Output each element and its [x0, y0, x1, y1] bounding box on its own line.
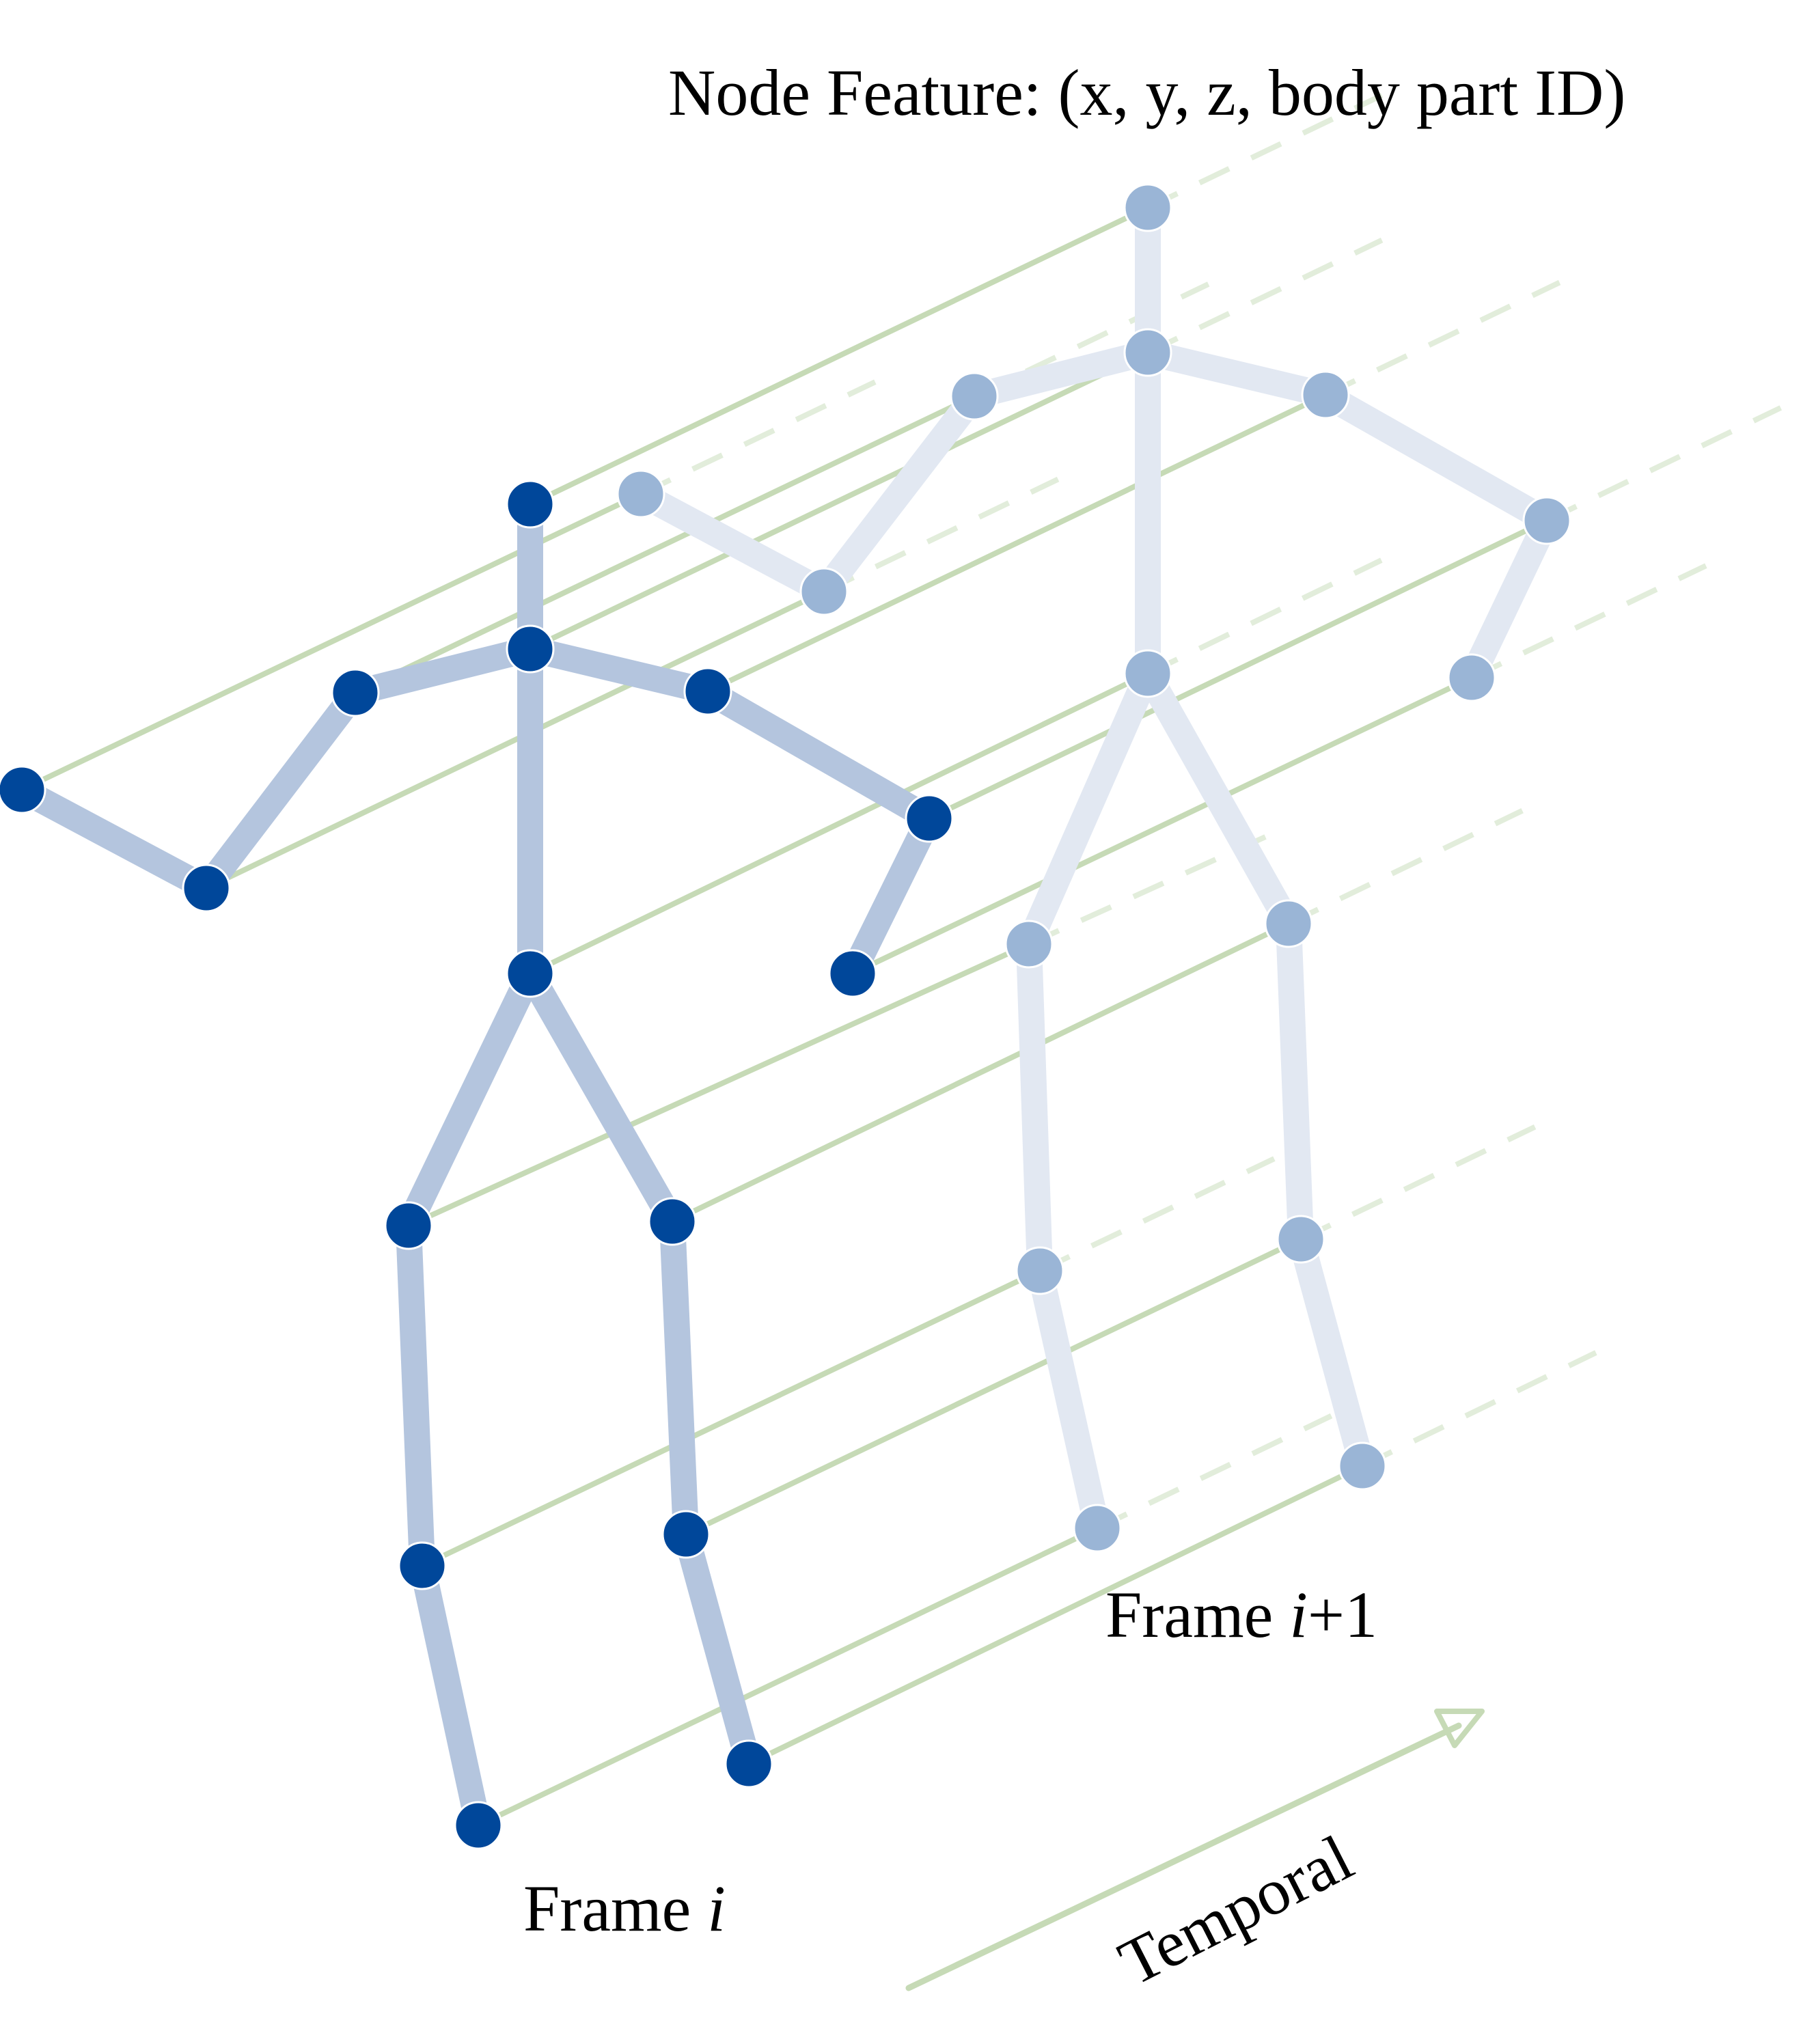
frame-i1-joint-right-foot — [1073, 1504, 1122, 1553]
frame-i1-joint-left-elbow — [1522, 496, 1571, 545]
temporal-edge-right-hip — [406, 941, 1032, 1228]
temporal-edge-pelvis — [527, 671, 1151, 976]
temporal-edge-left-knee — [683, 1237, 1304, 1537]
temporal-edge-continuation-pelvis — [1146, 557, 1383, 676]
temporal-edge-continuation-head — [1146, 92, 1384, 210]
frame-i-joint-right-knee — [398, 1541, 447, 1590]
temporal-arrow-shaft — [905, 1722, 1462, 1991]
frame-i1-bone-neck-left-shoulder — [1144, 340, 1329, 408]
temporal-edge-continuation-left-knee — [1300, 1124, 1537, 1242]
frame-i1-bone-right-elbow-right-hand — [635, 482, 830, 603]
frame-i1-bone-left-hip-left-knee — [1276, 923, 1314, 1240]
frame-i1-bone-neck-right-shoulder — [971, 340, 1151, 409]
temporal-label: Temporal — [1108, 1821, 1364, 2000]
temporal-edge-continuation-left-elbow — [1545, 405, 1783, 523]
temporal-edge-continuation-neck — [1146, 237, 1384, 355]
temporal-edge-continuation-right-knee — [1039, 1156, 1276, 1273]
temporal-edge-continuation-left-hip — [1287, 808, 1524, 926]
frame-i-bone-right-knee-right-foot — [409, 1562, 491, 1829]
temporal-edge-right-foot — [476, 1525, 1100, 1828]
frame-i1-joint-neck — [1123, 328, 1172, 377]
frame-i1-bones — [635, 208, 1559, 1532]
temporal-edge-right-shoulder — [353, 393, 977, 695]
frame-i-joint-left-knee — [661, 1510, 711, 1559]
frame-i1-joint-left-hip — [1264, 899, 1313, 948]
frame-i-bone-left-shoulder-left-elbow — [701, 680, 936, 830]
frame-i-joint-right-elbow — [182, 864, 231, 913]
temporal-edge-continuation-right-shoulder — [973, 281, 1210, 399]
temporal-edge-left-foot — [746, 1463, 1365, 1767]
frame-i1-joint-left-shoulder — [1301, 370, 1350, 419]
frame-i1-bone-right-shoulder-right-elbow — [813, 388, 985, 600]
frame-i-joint-left-hip — [648, 1197, 697, 1246]
temporal-edge-continuation-right-hand — [640, 379, 877, 497]
frame-i1-joint-head — [1123, 183, 1172, 232]
frame-i1-joints — [616, 183, 1571, 1553]
temporal-edge-continuation-right-elbow — [823, 476, 1060, 594]
frame-i1-bone-right-knee-right-foot — [1027, 1267, 1110, 1532]
frame-i1-bone-left-knee-left-foot — [1288, 1236, 1375, 1469]
frame-i-joint-right-shoulder — [331, 668, 380, 717]
temporal-edge-neck — [527, 350, 1151, 652]
frame-i-joint-left-hand — [828, 949, 877, 998]
frame-i-bone-left-hip-left-knee — [659, 1221, 699, 1535]
temporal-arrow — [905, 1709, 1485, 1991]
frame-i-joints — [0, 480, 954, 1850]
frame-i1-joint-right-hip — [1004, 920, 1054, 969]
temporal-edge-right-elbow — [204, 589, 827, 891]
frame-i-joint-left-elbow — [905, 794, 954, 843]
frame-i1-joint-left-foot — [1338, 1441, 1387, 1491]
frame-i-joint-pelvis — [506, 949, 555, 998]
temporal-edge-continuation-left-hand — [1470, 563, 1707, 680]
frame-i-bone-right-hip-right-knee — [396, 1225, 435, 1566]
frame-i-joint-right-hand — [0, 765, 46, 814]
frame-i-bone-right-elbow-right-hand — [16, 778, 212, 900]
temporal-arrow-head-icon — [1434, 1709, 1485, 1748]
frame-i1-bone-pelvis-right-hip — [1017, 668, 1160, 950]
frame-i1-bone-pelvis-left-hip — [1136, 667, 1300, 930]
frame-i-joint-left-shoulder — [683, 667, 732, 716]
frame-i1-joint-pelvis — [1123, 649, 1172, 698]
frame-i1-bone-right-hip-right-knee — [1016, 943, 1053, 1271]
temporal-edge-continuation-right-hip — [1028, 834, 1267, 947]
temporal-edge-right-knee — [420, 1268, 1043, 1569]
temporal-edge-continuation-left-shoulder — [1324, 279, 1561, 398]
temporal-edges — [19, 92, 1783, 1828]
frame-i-joint-right-foot — [454, 1801, 503, 1850]
frame-i-bone-right-shoulder-right-elbow — [195, 685, 366, 896]
frame-i-label: Frame i — [523, 1872, 726, 1945]
frame-i-bones — [16, 504, 941, 1829]
temporal-edge-left-hip — [670, 921, 1291, 1224]
frame-i1-joint-right-elbow — [799, 567, 849, 616]
frame-i1-joint-right-hand — [616, 469, 665, 519]
temporal-edge-left-hand — [850, 675, 1474, 976]
frame-i-bone-pelvis-right-hip — [396, 967, 542, 1232]
temporal-edge-continuation-right-foot — [1096, 1413, 1333, 1531]
frame-i1-joint-right-shoulder — [950, 372, 999, 421]
temporal-edge-left-elbow — [926, 518, 1550, 821]
node-feature-title: Node Feature: (x, y, z, body part ID) — [668, 56, 1625, 129]
frame-i-joint-left-foot — [724, 1739, 773, 1788]
frame-i-bone-neck-left-shoulder — [527, 636, 711, 704]
frame-i1-label: Frame i+1 — [1105, 1578, 1377, 1651]
frame-i-bone-neck-right-shoulder — [352, 636, 534, 706]
frame-i1-joint-left-hand — [1447, 653, 1496, 702]
temporal-edge-continuation-left-foot — [1361, 1350, 1597, 1469]
frame-i-joint-head — [506, 480, 555, 529]
frame-i1-joint-right-knee — [1015, 1246, 1064, 1295]
frame-i-bone-left-knee-left-foot — [673, 1530, 762, 1768]
frame-i1-bone-left-elbow-left-hand — [1459, 514, 1559, 684]
frame-i1-joint-left-knee — [1276, 1215, 1325, 1264]
frame-i-joint-right-hip — [384, 1201, 433, 1250]
temporal-edge-left-shoulder — [705, 392, 1328, 694]
frame-i-bone-left-elbow-left-hand — [840, 812, 941, 980]
frame-i1-bone-left-shoulder-left-elbow — [1319, 383, 1554, 532]
frame-i-joint-neck — [506, 624, 555, 674]
frame-i-bone-pelvis-left-hip — [519, 967, 684, 1228]
temporal-edge-head — [527, 205, 1151, 507]
